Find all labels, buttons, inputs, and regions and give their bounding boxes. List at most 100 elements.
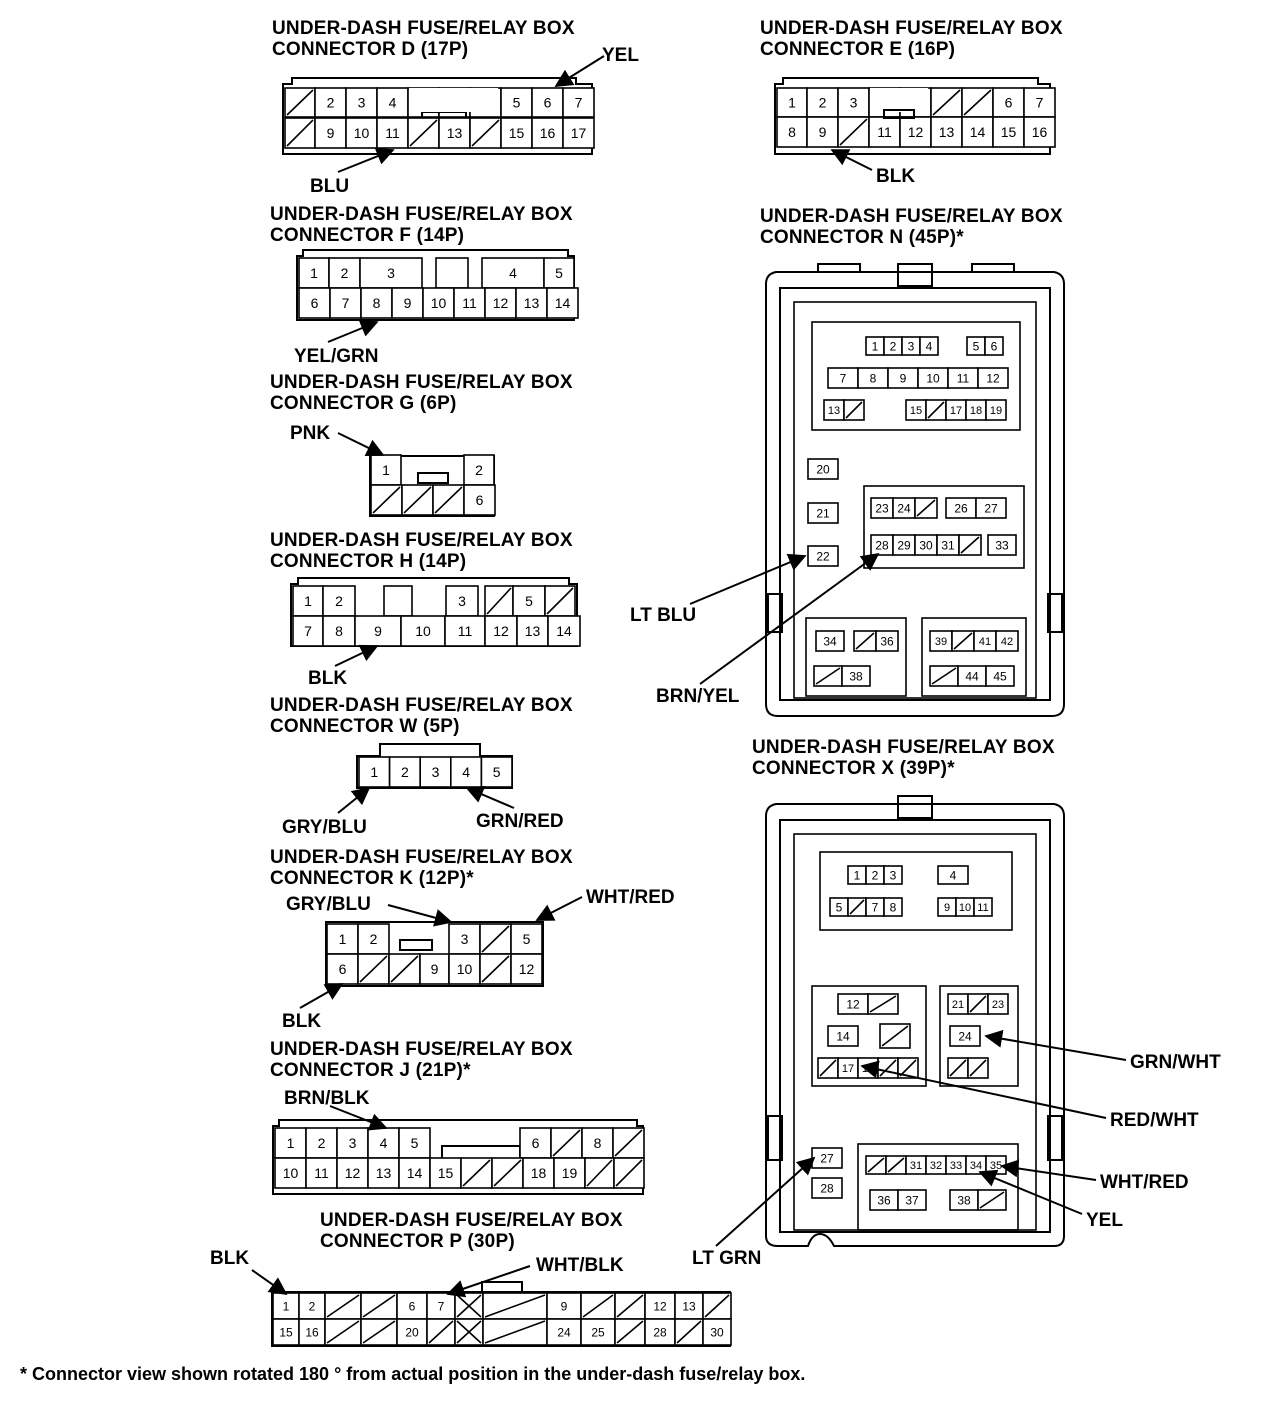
terminal-cell [550,1127,583,1159]
terminal-number: 3 [908,339,915,353]
title-line-1: UNDER-DASH FUSE/RELAY BOX [752,737,1055,758]
terminal-number: 7 [1036,95,1044,111]
terminal-number: 2 [872,868,879,882]
terminal-cell: 23 [987,993,1009,1015]
connector-x-housing-outer [765,803,1065,1247]
terminal-number: 11 [957,371,970,385]
terminal-cell: 9 [354,615,402,647]
terminal-cell-border [400,615,446,647]
connector-n-bottom-right-block [921,617,1027,697]
terminal-cell: 27 [811,1147,843,1169]
unused-terminal-slash [359,955,388,983]
wire-arrow-red-wht [860,1060,1107,1119]
terminal-cell-border [359,257,423,289]
terminal-cell: 3 [837,87,870,118]
terminal-number: 3 [458,593,466,609]
terminal-cell-border [841,665,871,687]
terminal-cell-border [644,1318,676,1346]
terminal-cell: 12 [484,615,518,647]
terminal-cell: 11 [973,897,993,917]
terminal-number: 45 [993,669,1007,683]
terminal-cell-border [827,1025,859,1047]
terminal-number: 18 [531,1165,547,1181]
unused-terminal-slash [286,119,314,147]
terminal-number: 12 [986,371,1000,385]
terminal-cell: 13 [930,116,963,148]
connector-w-title: UNDER-DASH FUSE/RELAY BOX CONNECTOR W (5… [270,695,573,737]
terminal-cell-border [977,367,1009,389]
terminal-cell: 8 [322,615,356,647]
terminal-number: 1 [382,462,390,478]
terminal-cell: 21 [807,502,839,524]
terminal-cell [426,1318,456,1346]
terminal-cell: 15 [500,117,533,149]
terminal-cell: 3 [419,756,452,788]
unused-terminal-slash [428,1320,454,1344]
wire-arrow-lt-blu [689,553,807,605]
terminal-cell [432,484,465,516]
terminal-number: 2 [318,1135,326,1151]
terminal-cell-border [444,615,486,647]
terminal-number: 1 [310,265,318,281]
wire-label-red-wht: RED/WHT [1110,1110,1199,1131]
terminal-number: 5 [555,265,563,281]
terminal-cell-border [298,1318,326,1346]
terminal-number: 2 [370,931,378,947]
terminal-cell [837,116,870,148]
unused-terminal-slash [471,119,500,147]
terminal-cell-border [445,585,479,617]
terminal-number: 30 [919,538,933,552]
connector-g-latch [417,472,449,484]
unused-terminal-slash [849,899,865,915]
wire-arrow-blk [830,149,873,171]
terminal-cell: 13 [438,117,471,149]
unused-terminal-slash [326,1320,360,1344]
terminal-cell-border [463,484,496,516]
wire-arrow-gry-blu [387,904,453,927]
terminal-number: 10 [283,1165,299,1181]
terminal-cell [284,87,316,118]
wire-label-pnk: PNK [290,423,330,444]
terminal-number: 12 [908,124,924,140]
terminal-number: 5 [513,95,521,111]
terminal-number: 24 [958,1029,972,1043]
unused-terminal-slash [969,1059,987,1077]
terminal-number: 12 [493,623,509,639]
terminal-cell: 30 [914,534,938,556]
unused-terminal-slash [456,1294,482,1318]
terminal-cell: 28 [644,1318,676,1346]
unused-terminal-slash [484,1320,546,1344]
unused-terminal-slash [869,995,897,1013]
title-line-1: UNDER-DASH FUSE/RELAY BOX [760,18,1063,39]
terminal-cell-border [298,287,331,319]
terminal-number: 10 [354,125,370,141]
connector-j-title: UNDER-DASH FUSE/RELAY BOX CONNECTOR J (2… [270,1039,573,1081]
terminal-cell-border [531,117,564,149]
wire-arrow-grn-wht [984,1029,1127,1061]
terminal-number: 10 [926,371,940,385]
terminal-number: 28 [875,538,889,552]
terminal-cell [484,585,514,617]
terminal-cell: 13 [823,399,845,421]
wire-label-yel: YEL [602,45,639,66]
terminal-cell: 6 [992,87,1025,118]
wire-label-gry-blu: GRY/BLU [282,817,367,838]
connector-x-middle-left-block [811,985,927,1087]
terminal-cell [925,399,947,421]
terminal-cell-border [515,287,548,319]
terminal-number: 10 [959,902,971,914]
terminal-number: 4 [926,339,933,353]
terminal-number: 6 [476,492,484,508]
connector-e-latch [883,109,915,119]
title-line-1: UNDER-DASH FUSE/RELAY BOX [270,530,573,551]
terminal-cell: 34 [815,630,845,652]
terminal-number: 24 [897,501,911,515]
terminal-number: 13 [939,124,955,140]
terminal-cell: 28 [870,534,894,556]
terminal-cell: 16 [531,117,564,149]
terminal-cell: 36 [869,1189,899,1211]
